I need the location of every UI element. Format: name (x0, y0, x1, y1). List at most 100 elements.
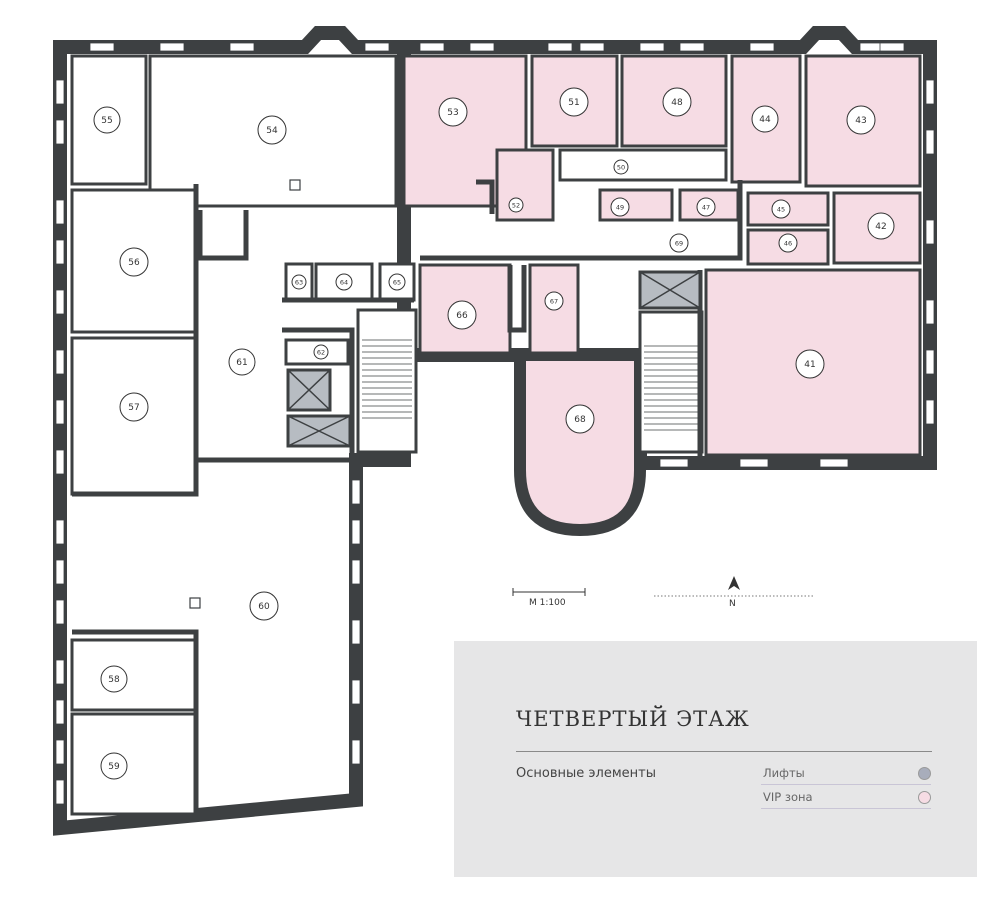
room-number: 65 (393, 278, 401, 286)
window (159, 42, 185, 52)
window (55, 119, 65, 145)
room-markers: 41 42 43 44 45 46 47 48 49 50 51 52 53 54 55 56 57 58 59 60… (93, 87, 895, 780)
window (469, 42, 495, 52)
room-marker-51[interactable]: 51 (559, 87, 589, 117)
room-59[interactable] (70, 712, 198, 816)
room-marker-57[interactable]: 57 (119, 392, 149, 422)
window (749, 42, 775, 52)
room-marker-53[interactable]: 53 (438, 97, 468, 127)
room-marker-46[interactable]: 46 (778, 233, 798, 253)
window (55, 239, 65, 265)
window (55, 739, 65, 765)
window (925, 79, 935, 105)
legend-panel: ЧЕТВЕРТЫЙ ЭТАЖ Основные элементы Лифты V… (454, 641, 977, 877)
room-marker-45[interactable]: 45 (771, 199, 791, 219)
room-number: 42 (875, 222, 886, 232)
window (55, 519, 65, 545)
vip-swatch-icon (918, 791, 931, 804)
room-number: 62 (317, 348, 325, 356)
stairs-west[interactable] (356, 308, 418, 454)
room-number: 50 (617, 163, 625, 171)
window (55, 659, 65, 685)
room-marker-42[interactable]: 42 (867, 212, 895, 240)
window (351, 559, 361, 585)
elevator-swatch-icon (918, 767, 931, 780)
window (639, 42, 665, 52)
room-number: 58 (108, 675, 120, 685)
room-marker-48[interactable]: 48 (662, 87, 692, 117)
north-arrow (654, 576, 814, 597)
window (55, 449, 65, 475)
window (925, 219, 935, 245)
window (55, 559, 65, 585)
room-marker-68[interactable]: 68 (565, 404, 595, 434)
room-marker-60[interactable]: 60 (249, 591, 279, 621)
room-number: 41 (804, 360, 815, 370)
room-58[interactable] (70, 638, 198, 712)
room-marker-49[interactable]: 49 (610, 197, 630, 217)
room-number: 61 (236, 358, 247, 368)
window (55, 599, 65, 625)
room-marker-58[interactable]: 58 (100, 665, 128, 693)
room-number: 55 (101, 116, 112, 126)
stair-steps (362, 339, 698, 431)
legend-item-label: VIP зона (763, 790, 813, 804)
room-marker-59[interactable]: 59 (100, 752, 128, 780)
room-marker-66[interactable]: 66 (447, 300, 477, 330)
room-marker-47[interactable]: 47 (696, 197, 716, 217)
room-marker-65[interactable]: 65 (388, 273, 406, 291)
window (55, 79, 65, 105)
scale-bar (512, 588, 586, 596)
window (55, 349, 65, 375)
window (364, 42, 390, 52)
rotunda-outline (514, 349, 646, 537)
window (351, 679, 361, 705)
window (351, 519, 361, 545)
room-marker-43[interactable]: 43 (846, 105, 876, 135)
room-number: 46 (784, 239, 792, 247)
room-marker-44[interactable]: 44 (751, 105, 779, 133)
room-marker-41[interactable]: 41 (795, 349, 825, 379)
room-number: 45 (777, 205, 785, 213)
room-marker-55[interactable]: 55 (93, 106, 121, 134)
window (89, 42, 115, 52)
room-number: 69 (675, 239, 683, 247)
room-marker-69[interactable]: 69 (669, 233, 689, 253)
room-number: 68 (574, 415, 586, 425)
room-50-corridor[interactable] (558, 148, 728, 182)
room-number: 52 (512, 201, 520, 209)
room-number: 49 (616, 203, 624, 211)
room-marker-67[interactable]: 67 (544, 291, 564, 311)
room-number: 66 (456, 311, 468, 321)
window (55, 289, 65, 315)
room-number: 67 (550, 297, 558, 305)
north-label: N (729, 599, 736, 609)
room-44[interactable] (730, 54, 802, 184)
room-marker-56[interactable]: 56 (119, 247, 149, 277)
window (925, 129, 935, 155)
room-number: 64 (340, 278, 348, 286)
room-52[interactable] (495, 148, 555, 222)
room-marker-64[interactable]: 64 (335, 273, 353, 291)
floor-title: ЧЕТВЕРТЫЙ ЭТАЖ (516, 707, 750, 731)
window (547, 42, 573, 52)
window (679, 42, 705, 52)
room-54[interactable] (148, 54, 398, 208)
room-marker-63[interactable]: 63 (291, 274, 307, 290)
room-marker-50[interactable]: 50 (613, 159, 629, 175)
room-marker-52[interactable]: 52 (508, 197, 524, 213)
room-49[interactable] (598, 188, 674, 222)
legend-item-elevators: Лифты (761, 764, 931, 785)
room-number: 57 (128, 403, 139, 413)
window (351, 619, 361, 645)
room-number: 53 (447, 108, 458, 118)
room-marker-62[interactable]: 62 (313, 344, 329, 360)
window (925, 399, 935, 425)
window (819, 458, 849, 468)
legend-item-label: Лифты (763, 766, 805, 780)
room-marker-61[interactable]: 61 (228, 348, 256, 376)
room-number: 59 (108, 762, 120, 772)
room-marker-54[interactable]: 54 (257, 115, 287, 145)
window (879, 42, 905, 52)
